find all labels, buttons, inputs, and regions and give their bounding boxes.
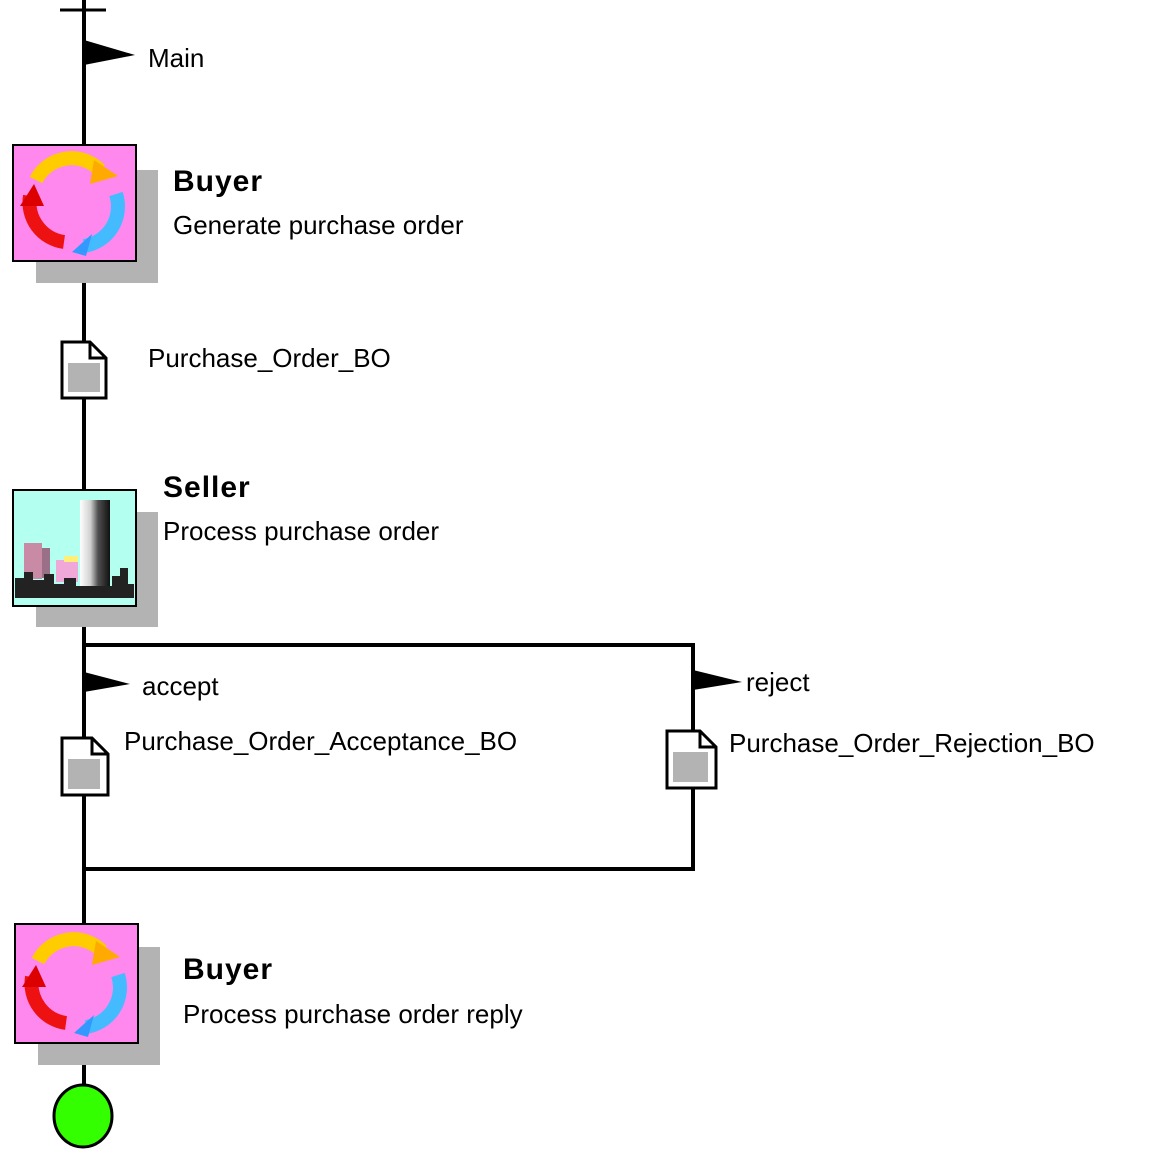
reject-branch-label: reject [746, 667, 810, 697]
step-role: Buyer [183, 953, 273, 986]
buyer-step-node[interactable] [12, 144, 158, 283]
step-role: Seller [163, 471, 251, 504]
accept-branch-label: accept [142, 671, 219, 701]
main-flow-label: Main [148, 43, 204, 73]
accept-flag [84, 672, 130, 692]
document-icon[interactable] [60, 736, 110, 797]
cycle-arrows-icon [22, 932, 127, 1037]
document-icon[interactable] [60, 340, 108, 400]
step-role: Buyer [173, 165, 263, 198]
reject-flag [693, 670, 742, 690]
cycle-arrows-icon [20, 151, 125, 256]
document-icon[interactable] [665, 729, 718, 790]
buyer-step-node[interactable] [14, 923, 160, 1065]
main-flag [84, 40, 135, 65]
end-node[interactable] [52, 1083, 114, 1149]
request-document-label: Purchase_Order_BO [148, 343, 391, 373]
step-description: Process purchase order [163, 516, 439, 546]
accept-document-label: Purchase_Order_Acceptance_BO [124, 726, 517, 756]
step-description: Process purchase order reply [183, 999, 523, 1029]
reject-document-label: Purchase_Order_Rejection_BO [729, 728, 1095, 758]
step-description: Generate purchase order [173, 210, 464, 240]
seller-step-node[interactable] [12, 489, 158, 627]
city-skyline-icon [15, 500, 134, 598]
